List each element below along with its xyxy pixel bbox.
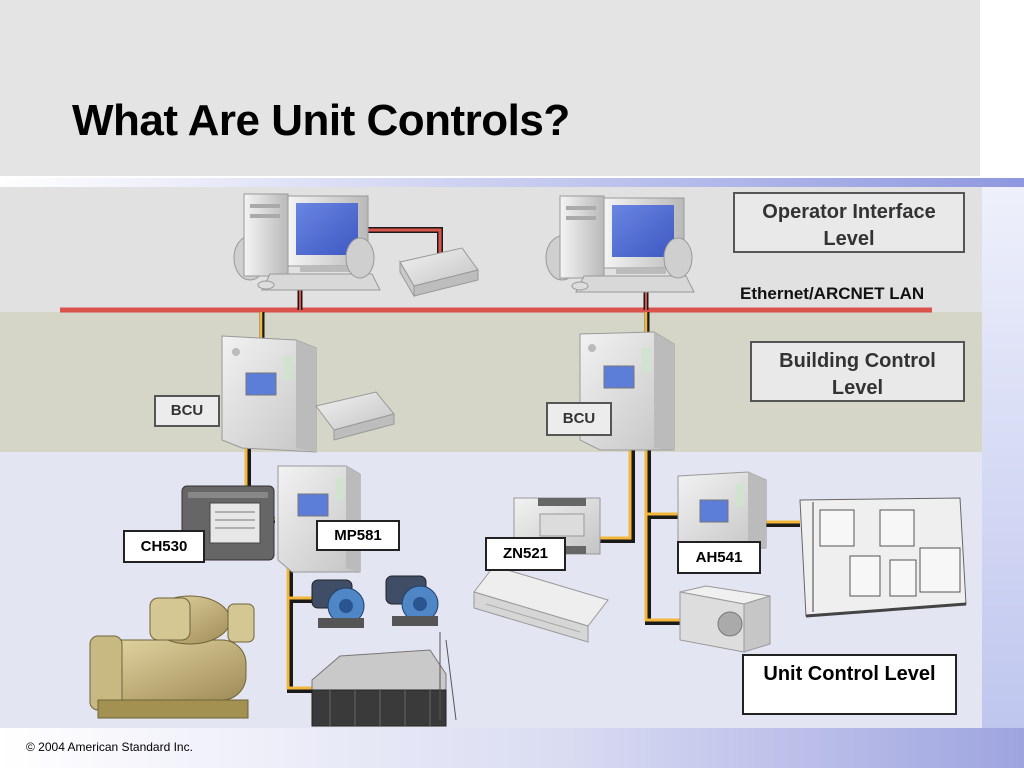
cooling-tower-icon <box>311 632 457 727</box>
centrifugal-chiller-icon <box>89 595 255 719</box>
pump-right-icon <box>385 575 439 626</box>
mp581-controller-icon <box>277 465 361 573</box>
pc-workstation-left-icon <box>233 193 381 291</box>
unit-control-level-box: Unit Control Level <box>742 654 957 715</box>
accent-bar <box>0 178 1024 187</box>
pump-left-icon <box>311 579 365 628</box>
modem-left-icon <box>399 247 479 298</box>
air-handler-icon <box>799 497 967 618</box>
operator-interface-level-box: Operator Interface Level <box>733 192 965 253</box>
right-gradient-strip <box>982 187 1024 728</box>
fan-coil-unit-icon <box>473 565 609 643</box>
footer-band <box>0 728 1024 768</box>
pc-workstation-right-icon <box>545 195 695 293</box>
building-control-level-box: Building Control Level <box>750 341 965 402</box>
vav-box-icon <box>679 585 771 653</box>
title-band <box>0 0 980 176</box>
pc-lan-drops <box>297 290 649 310</box>
lan-label: Ethernet/ARCNET LAN <box>740 284 925 303</box>
modem-bcu-left-icon <box>315 391 395 441</box>
bcu-left-label: BCU <box>154 395 220 427</box>
zn521-label: ZN521 <box>485 537 566 571</box>
mp581-label: MP581 <box>316 520 400 551</box>
copyright-footer: © 2004 American Standard Inc. <box>26 740 193 754</box>
operator-interface-level-label: Operator Interface Level <box>762 201 936 250</box>
bcu-left-controller-icon <box>221 335 317 453</box>
ch530-label: CH530 <box>123 530 205 563</box>
page-title: What Are Unit Controls? <box>72 96 570 145</box>
unit-control-level-label: Unit Control Level <box>763 663 936 685</box>
ah541-controller-icon <box>677 471 767 551</box>
modem-cable-left <box>368 227 443 260</box>
bcu-right-label: BCU <box>546 402 612 436</box>
ch530-controller-icon <box>181 485 275 561</box>
building-control-level-label: Building Control Level <box>779 350 936 399</box>
ah541-label: AH541 <box>677 541 761 574</box>
